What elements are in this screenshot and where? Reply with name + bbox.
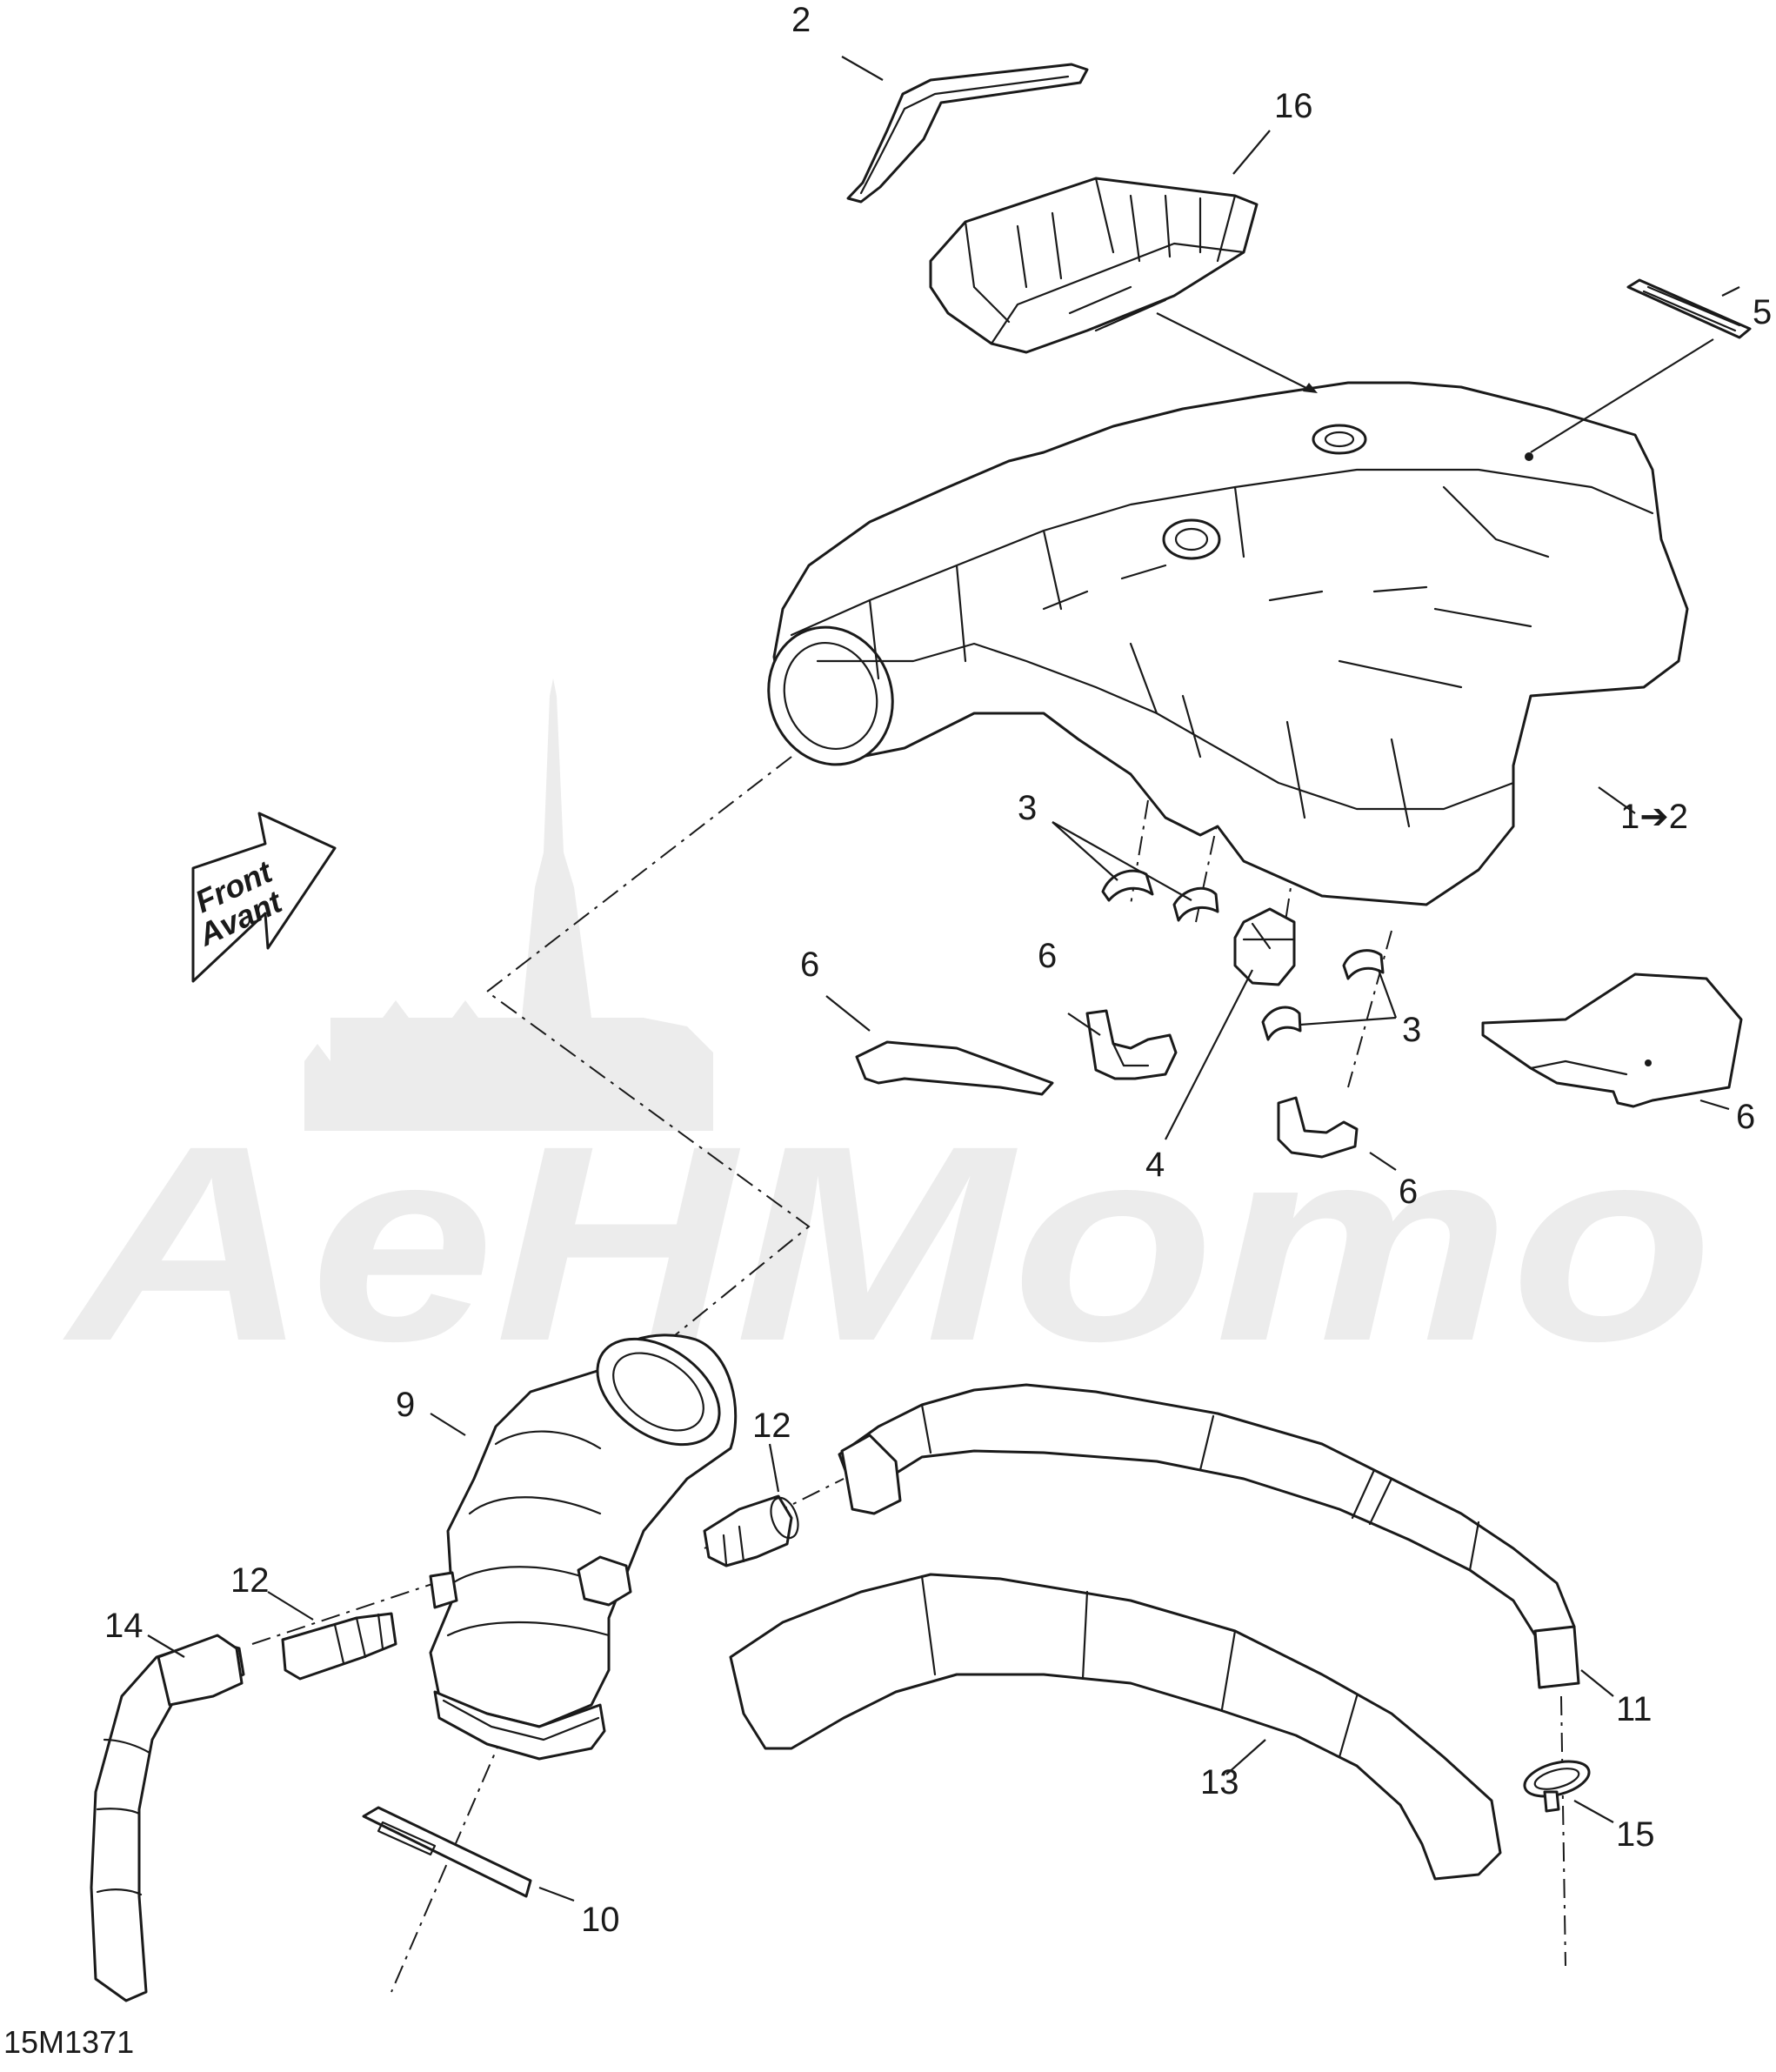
assembly-line-clip-4 <box>1347 930 1392 1088</box>
part-2-cover-strip[interactable] <box>846 63 1089 204</box>
leader-lines <box>147 56 1740 1902</box>
part-12-fitting-upper[interactable] <box>703 1494 803 1567</box>
reference-code: 15M1371 <box>3 2024 134 2060</box>
callout-9: 9 <box>396 1386 415 1424</box>
callout-3-lower: 3 <box>1402 1011 1421 1049</box>
callout-5: 5 <box>1753 293 1772 331</box>
part-3-clip-d[interactable] <box>1261 1006 1302 1041</box>
part-6-heat-shield-right[interactable] <box>1481 973 1743 1108</box>
part-14-small-hose[interactable] <box>90 1634 245 2002</box>
part-11-long-hose[interactable] <box>838 1383 1580 1689</box>
callout-1-to-2: 1➔2 <box>1620 798 1688 836</box>
callout-14: 14 <box>104 1607 144 1645</box>
heat-shield-hole <box>1645 1059 1652 1066</box>
callout-12-lower: 12 <box>230 1561 270 1600</box>
arrowhead-filter-to-airbox <box>1303 383 1318 393</box>
airbox-label-dot <box>1525 452 1533 461</box>
assembly-line-adapter-to-clamp <box>391 1730 505 1993</box>
callout-13: 13 <box>1200 1763 1239 1801</box>
callout-12-upper: 12 <box>752 1407 791 1445</box>
part-3-clip-c[interactable] <box>1342 949 1385 980</box>
callout-6-center: 6 <box>1038 937 1057 975</box>
part-6-bracket-lower[interactable] <box>1277 1096 1359 1159</box>
airbox-top-port-1 <box>1162 518 1221 560</box>
callout-6-right: 6 <box>1736 1098 1755 1136</box>
watermark: AeHMomo <box>59 678 1713 1399</box>
assembly-line-small-fitting <box>251 1582 436 1645</box>
watermark-text: AeHMomo <box>59 1087 1713 1399</box>
watermark-church-silhouette <box>304 678 713 1131</box>
assembly-line-airbox-to-adapter <box>485 756 811 1340</box>
adapter-top-flange <box>596 1337 721 1447</box>
part-5-label-plate[interactable] <box>1626 278 1752 339</box>
front-direction-arrow: Front Avant <box>190 812 337 983</box>
part-13-large-hose[interactable] <box>729 1573 1502 1881</box>
assembly-line-hose-clamp <box>1560 1695 1566 1967</box>
callout-6-lower: 6 <box>1399 1173 1418 1211</box>
airbox-top-port-2 <box>1312 424 1367 455</box>
part-4-bumper[interactable] <box>1233 907 1296 986</box>
callout-10: 10 <box>581 1901 620 1939</box>
callout-6-left: 6 <box>800 946 819 984</box>
part-3-clip-a[interactable] <box>1101 869 1154 902</box>
callout-3-upper: 3 <box>1018 789 1037 827</box>
callout-2-top: 2 <box>791 1 811 39</box>
callouts: 2 16 5 1➔2 3 6 6 3 6 4 6 9 12 12 14 11 1… <box>104 1 1772 1939</box>
part-9-intake-adapter[interactable] <box>429 1317 739 1761</box>
part-6-heat-shield-left[interactable] <box>855 1040 1054 1096</box>
callout-15: 15 <box>1616 1815 1655 1854</box>
part-10-clamp-strap[interactable] <box>362 1806 532 1898</box>
callout-16: 16 <box>1274 87 1313 125</box>
part-12-fitting-lower[interactable] <box>281 1612 397 1681</box>
part-15-hose-clamp[interactable] <box>1521 1755 1593 1813</box>
part-6-bracket-center[interactable] <box>1085 1009 1178 1080</box>
callout-4: 4 <box>1145 1146 1165 1184</box>
part-16-filter-cover[interactable] <box>929 177 1259 354</box>
part-1-airbox[interactable] <box>750 381 1689 906</box>
callout-11: 11 <box>1616 1690 1652 1728</box>
